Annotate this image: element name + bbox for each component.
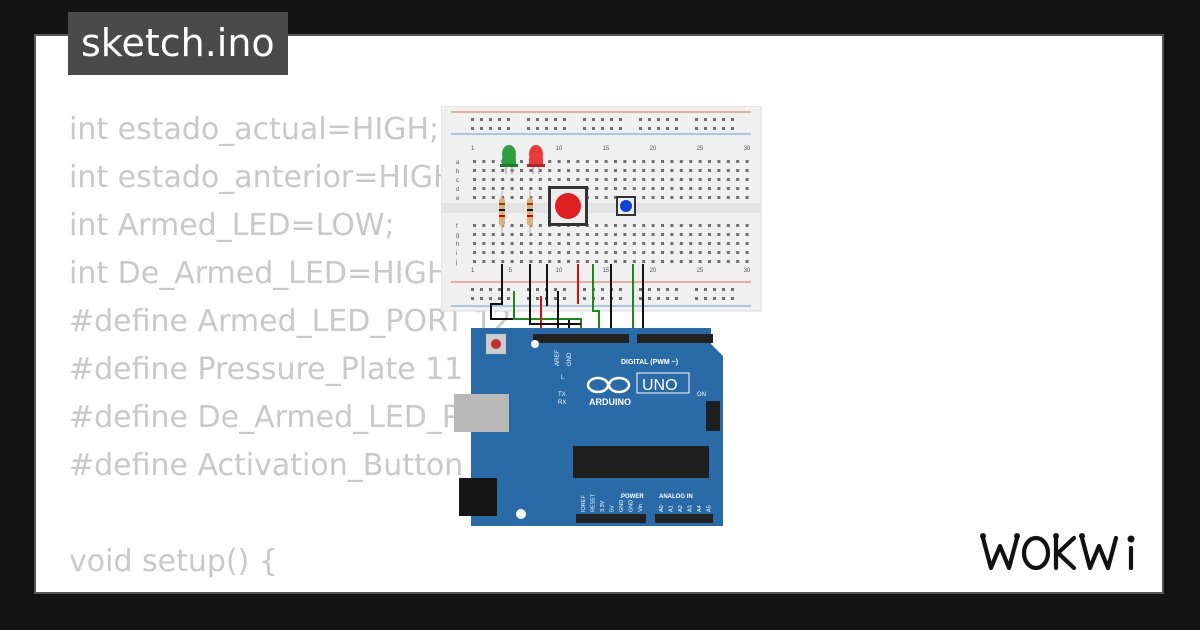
column-number: 1 — [471, 268, 475, 274]
pin-label: A3 — [688, 505, 694, 512]
small-pushbutton[interactable] — [616, 196, 636, 216]
digital-label: DIGITAL (PWM ~) — [621, 359, 678, 366]
gnd-label: GND — [567, 352, 573, 366]
wokwi-logo — [980, 533, 1135, 571]
row-letter: c — [456, 178, 459, 184]
row-letter: e — [456, 196, 460, 202]
row-letter: f — [456, 224, 458, 230]
row-letter: h — [456, 242, 459, 248]
resistor-2 — [527, 191, 533, 234]
column-number: 25 — [697, 146, 704, 152]
column-number: 20 — [650, 146, 657, 152]
green-led — [500, 145, 518, 174]
pin-label: GND — [619, 500, 625, 512]
pin-label: RESET — [591, 493, 597, 512]
pin-label: A2 — [678, 505, 684, 512]
pin-label: A0 — [659, 505, 665, 512]
analog-label: ANALOG IN — [659, 494, 693, 500]
code-line: #define Activation_Button 9 — [69, 448, 492, 483]
large-pushbutton[interactable] — [548, 186, 588, 226]
arduino-uno: AREF GND DIGITAL (PWM ~) L TX RX ON ARDU… — [454, 328, 723, 526]
row-letter: j — [455, 260, 457, 266]
preview-card: int estado_actual=HIGH;int estado_anteri… — [34, 34, 1164, 594]
code-line: #define Pressure_Plate 11 — [69, 352, 464, 387]
pin-label: 3.3V — [600, 500, 606, 512]
resistor-1 — [499, 191, 505, 234]
column-number: 10 — [556, 268, 563, 274]
aref-label: AREF — [555, 350, 561, 366]
led-tx-label: TX — [558, 392, 566, 398]
pin-label: A4 — [697, 505, 703, 512]
row-letter: i — [456, 251, 457, 257]
pin-label: GND — [629, 500, 635, 512]
row-letter: a — [456, 160, 460, 166]
power-label: POWER — [621, 494, 644, 500]
code-line: int De_Armed_LED=HIGH; — [69, 256, 460, 291]
led-l-label: L — [561, 375, 565, 381]
column-number: 15 — [603, 268, 610, 274]
brand-label: ARDUINO — [589, 397, 631, 407]
column-number: 25 — [697, 268, 704, 274]
pin-label: 5V — [610, 505, 616, 512]
on-label: ON — [697, 392, 706, 398]
code-line: int Armed_LED=LOW; — [69, 208, 395, 243]
column-number: 30 — [744, 268, 751, 274]
pin-label: A5 — [707, 505, 713, 512]
column-number: 1 — [471, 146, 475, 152]
column-number: 30 — [744, 146, 751, 152]
column-number: 5 — [509, 268, 513, 274]
code-line: int estado_actual=HIGH; — [69, 112, 440, 147]
row-letter: d — [456, 187, 459, 193]
row-letter: b — [456, 169, 460, 175]
arduino-logo — [586, 376, 631, 394]
code-line: int estado_anterior=HIGH; — [69, 160, 466, 195]
file-tab[interactable]: sketch.ino — [68, 12, 288, 75]
code-editor: int estado_actual=HIGH;int estado_anteri… — [69, 106, 658, 592]
column-number: 20 — [650, 268, 657, 274]
column-number: 10 — [556, 146, 563, 152]
row-letter: g — [456, 233, 459, 239]
pin-label: Vin — [638, 504, 644, 512]
pin-label: IOREF — [581, 495, 587, 512]
pin-label: A1 — [669, 505, 675, 512]
led-rx-label: RX — [558, 400, 566, 406]
code-line: pinMode(Armed_LED_PORT, OUTPUT); — [69, 586, 658, 592]
model-label: UNO — [642, 377, 678, 394]
red-led — [527, 145, 545, 174]
code-line: void setup() { — [69, 544, 278, 579]
column-number: 15 — [603, 146, 610, 152]
